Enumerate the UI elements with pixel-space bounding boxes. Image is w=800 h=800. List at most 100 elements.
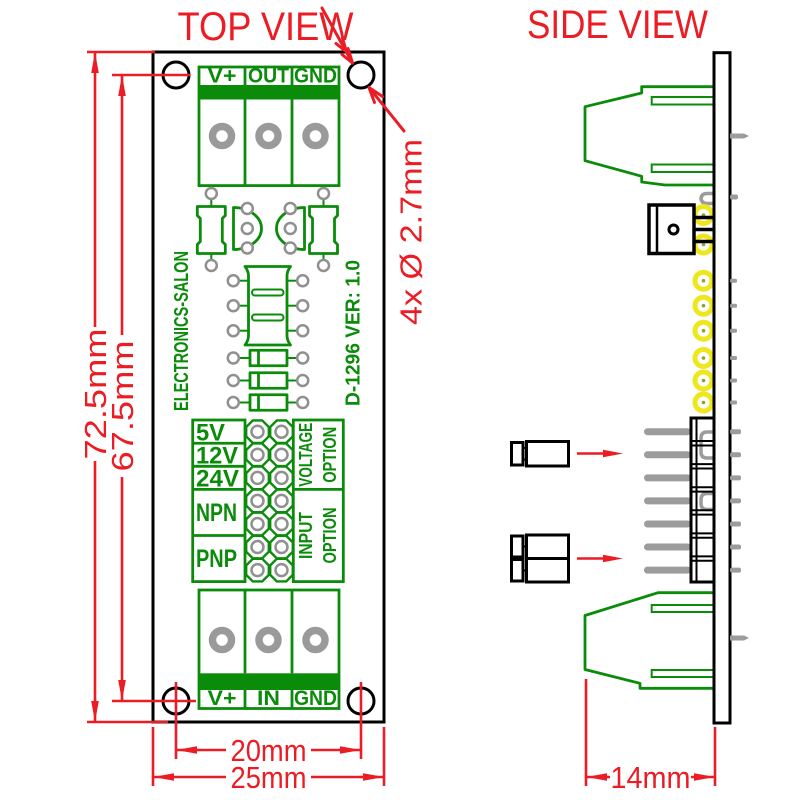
jumper-pad-hole xyxy=(250,470,265,486)
screw-terminals-bottom xyxy=(208,626,329,654)
solder-pad xyxy=(316,258,331,273)
jumper-pad-hole xyxy=(274,470,289,486)
jumper-option-block: 5V 12V 24V NPN PNP VOLTAGE OPTION INPUT … xyxy=(191,418,345,584)
solder-stub xyxy=(730,521,741,527)
terminal-label-vplus-top: V+ xyxy=(208,65,237,88)
relay-footprint xyxy=(226,265,310,347)
solder-pads xyxy=(204,186,331,273)
terminal-label-gnd-bottom: GND xyxy=(294,687,337,710)
side-view xyxy=(510,51,749,725)
bent-lead xyxy=(699,491,714,512)
transistor-side xyxy=(647,203,714,256)
side-view-title: SIDE VIEW xyxy=(527,3,708,47)
header-pin xyxy=(644,566,691,574)
jumper-pad-hole xyxy=(250,424,265,439)
solder-stub xyxy=(730,452,741,458)
through-hole-pads xyxy=(692,204,715,414)
wire-slot xyxy=(650,163,716,173)
wire-slot xyxy=(650,604,716,613)
bent-lead xyxy=(699,191,714,206)
transistor-lead-hole xyxy=(667,223,680,236)
dim-text-72-5: 72.5mm xyxy=(78,329,113,460)
silkscreen-model: D-1296 VER: 1.0 xyxy=(343,260,365,406)
terminal-green-bar xyxy=(199,85,339,100)
jumper-pad-hole xyxy=(250,516,265,532)
solder-stub xyxy=(730,429,741,435)
screw-hole xyxy=(302,626,329,654)
header-pins xyxy=(644,428,691,574)
solder-stub xyxy=(730,475,741,481)
jumper-label-pnp: PNP xyxy=(196,545,237,573)
solder-stub xyxy=(730,194,738,200)
relay-slot xyxy=(251,313,285,322)
pad-hole xyxy=(701,278,706,283)
terminal-block-bottom: V+ IN GND xyxy=(197,588,341,710)
dim-module-depth: 14mm xyxy=(584,679,717,795)
dim-board-width: 25mm xyxy=(151,727,386,795)
voltage-option-label-line1: VOLTAGE xyxy=(296,423,316,487)
solder-stub xyxy=(730,544,741,550)
jumper-pad-hole xyxy=(250,539,265,555)
input-option-label-line1: INPUT xyxy=(296,512,316,559)
solder-pad xyxy=(226,273,241,288)
solder-stub xyxy=(730,303,737,308)
terminal-label-gnd-top: GND xyxy=(294,65,337,88)
resistor-footprint xyxy=(195,205,227,255)
solder-stubs xyxy=(730,278,741,573)
jumper-pad-hole xyxy=(250,562,265,578)
terminal-side-top xyxy=(583,85,716,187)
terminal-green-bar xyxy=(199,673,339,690)
pad-hole xyxy=(701,356,706,360)
solder-pad xyxy=(316,186,331,201)
jumper-pad-hole xyxy=(274,447,289,463)
jumper-cap-single xyxy=(510,440,570,468)
screw-hole xyxy=(255,122,282,150)
wire-slot xyxy=(650,96,716,106)
jumper-label-5v: 5V xyxy=(196,420,225,447)
solder-pad xyxy=(240,241,255,255)
transistor-body xyxy=(647,203,696,256)
terminal-block-top: V+ OUT GND xyxy=(197,65,341,187)
pin-header xyxy=(644,278,741,584)
jumper-pad-hole xyxy=(274,424,289,439)
solder-pin xyxy=(730,133,749,139)
resistor-footprint xyxy=(308,205,339,255)
solder-pad xyxy=(295,323,310,338)
jumper-pad-hole xyxy=(250,493,265,509)
screw-hole xyxy=(208,626,236,654)
screw-terminals-top xyxy=(208,122,329,150)
pad-hole xyxy=(701,242,706,247)
screw-hole xyxy=(302,122,329,150)
solder-pad xyxy=(226,395,241,410)
solder-pad xyxy=(295,373,310,388)
solder-stub xyxy=(730,328,737,333)
dim-text-25mm: 25mm xyxy=(231,760,307,795)
header-housing xyxy=(689,416,716,584)
header-pin xyxy=(644,520,691,528)
solder-stub xyxy=(730,567,741,573)
solder-pad xyxy=(240,201,255,216)
solder-pad xyxy=(204,258,219,273)
jumper-label-12v: 12V xyxy=(196,443,238,470)
solder-pad xyxy=(295,273,310,288)
hole-diameter-callout: 4x Ø 2.7mm xyxy=(320,6,428,325)
solder-stub xyxy=(730,278,737,283)
pcb-edge xyxy=(712,51,732,725)
header-pin xyxy=(644,451,691,459)
solder-pad xyxy=(226,351,241,365)
component-footprint-row xyxy=(195,186,339,273)
jumper-pad-hole xyxy=(250,447,265,463)
solder-pad xyxy=(283,241,298,255)
solder-pad xyxy=(283,221,298,236)
install-arrow xyxy=(577,449,623,458)
solder-pin xyxy=(730,635,749,641)
dim-hole-pitch-vertical: 67.5mm xyxy=(105,73,196,703)
pad-hole xyxy=(701,328,706,333)
solder-pad xyxy=(295,298,310,313)
jumper-cap-double xyxy=(510,533,570,584)
terminal-label-vplus-bottom: V+ xyxy=(208,687,237,710)
solder-stub xyxy=(730,400,737,405)
install-arrow xyxy=(577,554,623,563)
solder-pad xyxy=(295,395,310,410)
